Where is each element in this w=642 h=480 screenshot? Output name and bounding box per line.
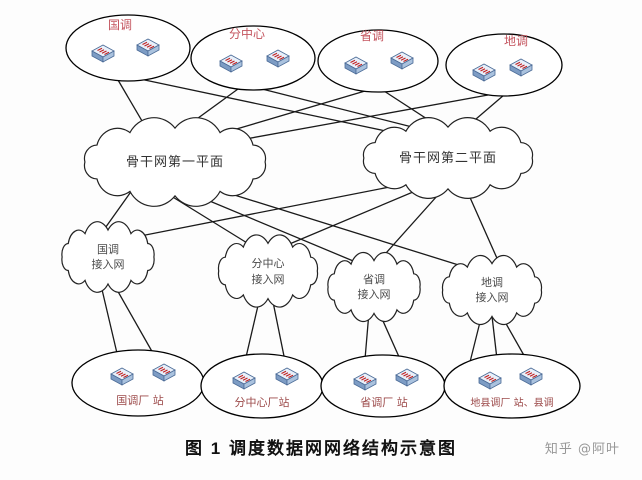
cloud-label: 骨干网第二平面 <box>399 151 497 166</box>
connection-line <box>211 187 466 268</box>
connection-line <box>124 181 416 240</box>
connection-line <box>162 190 253 247</box>
cloud-label-line1: 地调 <box>481 276 503 289</box>
node-label: 地调 <box>504 34 528 48</box>
node-ellipse <box>443 353 581 419</box>
links-backbone-to-access <box>102 181 501 268</box>
top-node-shengdiao: 省调 <box>317 29 439 93</box>
cloud-shape <box>61 221 155 293</box>
connection-line <box>217 94 489 145</box>
top-node-guodiao: 国调 <box>65 14 191 82</box>
node-label: 分中心厂站 <box>235 395 290 409</box>
connection-line <box>261 88 429 132</box>
figure-caption: 图 1 调度数据网网络结构示意图 <box>185 439 457 458</box>
node-ellipse <box>190 25 316 91</box>
connection-line <box>139 78 401 135</box>
node-label: 省调 <box>360 29 384 43</box>
cloud-shape <box>217 234 319 308</box>
network-diagram: 国调 分中心 省调 地调 骨干网第一平面 骨干 <box>61 14 581 419</box>
access-cloud-didiao: 地调 接入网 <box>441 254 543 326</box>
node-ellipse <box>445 33 563 97</box>
access-cloud-shengdiao: 省调 接入网 <box>327 251 421 323</box>
cloud-label-line1: 分中心 <box>252 257 285 270</box>
connection-line <box>279 183 433 249</box>
cloud-shape <box>327 251 421 323</box>
cloud-label-line2: 接入网 <box>476 291 509 304</box>
top-node-fenzhongxin: 分中心 <box>190 25 316 91</box>
connection-line <box>187 191 359 264</box>
cloud-label: 骨干网第一平面 <box>126 155 224 170</box>
top-node-didiao: 地调 <box>445 33 563 97</box>
watermark: 知乎 @阿叶 <box>544 442 620 457</box>
cloud-label-line1: 省调 <box>363 273 385 286</box>
cloud-label-line2: 接入网 <box>92 258 125 271</box>
bottom-node-shengdiao-changzhan: 省调厂 站 <box>320 354 446 418</box>
node-label: 国调厂 站 <box>116 393 164 407</box>
connection-line <box>111 280 159 363</box>
connection-line <box>102 185 136 232</box>
access-cloud-fenzhongxin: 分中心 接入网 <box>217 234 319 308</box>
cloud-label-line2: 接入网 <box>358 288 391 301</box>
node-label: 省调厂 站 <box>360 395 408 409</box>
cloud-label-line2: 接入网 <box>252 273 285 286</box>
cloud-shape <box>441 254 543 326</box>
node-label: 地县调厂 站、县调 <box>470 396 553 409</box>
bottom-node-guodiao-changzhan: 国调厂 站 <box>71 349 205 417</box>
node-label: 国调 <box>108 18 132 32</box>
connection-line <box>271 296 287 367</box>
backbone-cloud-plane1: 骨干网第一平面 <box>83 117 267 207</box>
bottom-node-fenzhongxin-changzhan: 分中心厂站 <box>200 353 324 419</box>
access-cloud-guodiao: 国调 接入网 <box>61 221 155 293</box>
node-ellipse <box>65 14 191 82</box>
backbone-cloud-plane2: 骨干网第二平面 <box>362 116 534 200</box>
node-ellipse <box>317 29 439 93</box>
cloud-label-line1: 国调 <box>97 243 119 256</box>
links-top-to-backbone <box>117 78 505 145</box>
connection-line <box>377 185 447 263</box>
node-label: 分中心 <box>229 26 265 41</box>
bottom-node-dixiandiao-changzhan: 地县调厂 站、县调 <box>443 353 581 419</box>
caption-row: 图 1 调度数据网网络结构示意图 知乎 @阿叶 <box>0 434 642 464</box>
